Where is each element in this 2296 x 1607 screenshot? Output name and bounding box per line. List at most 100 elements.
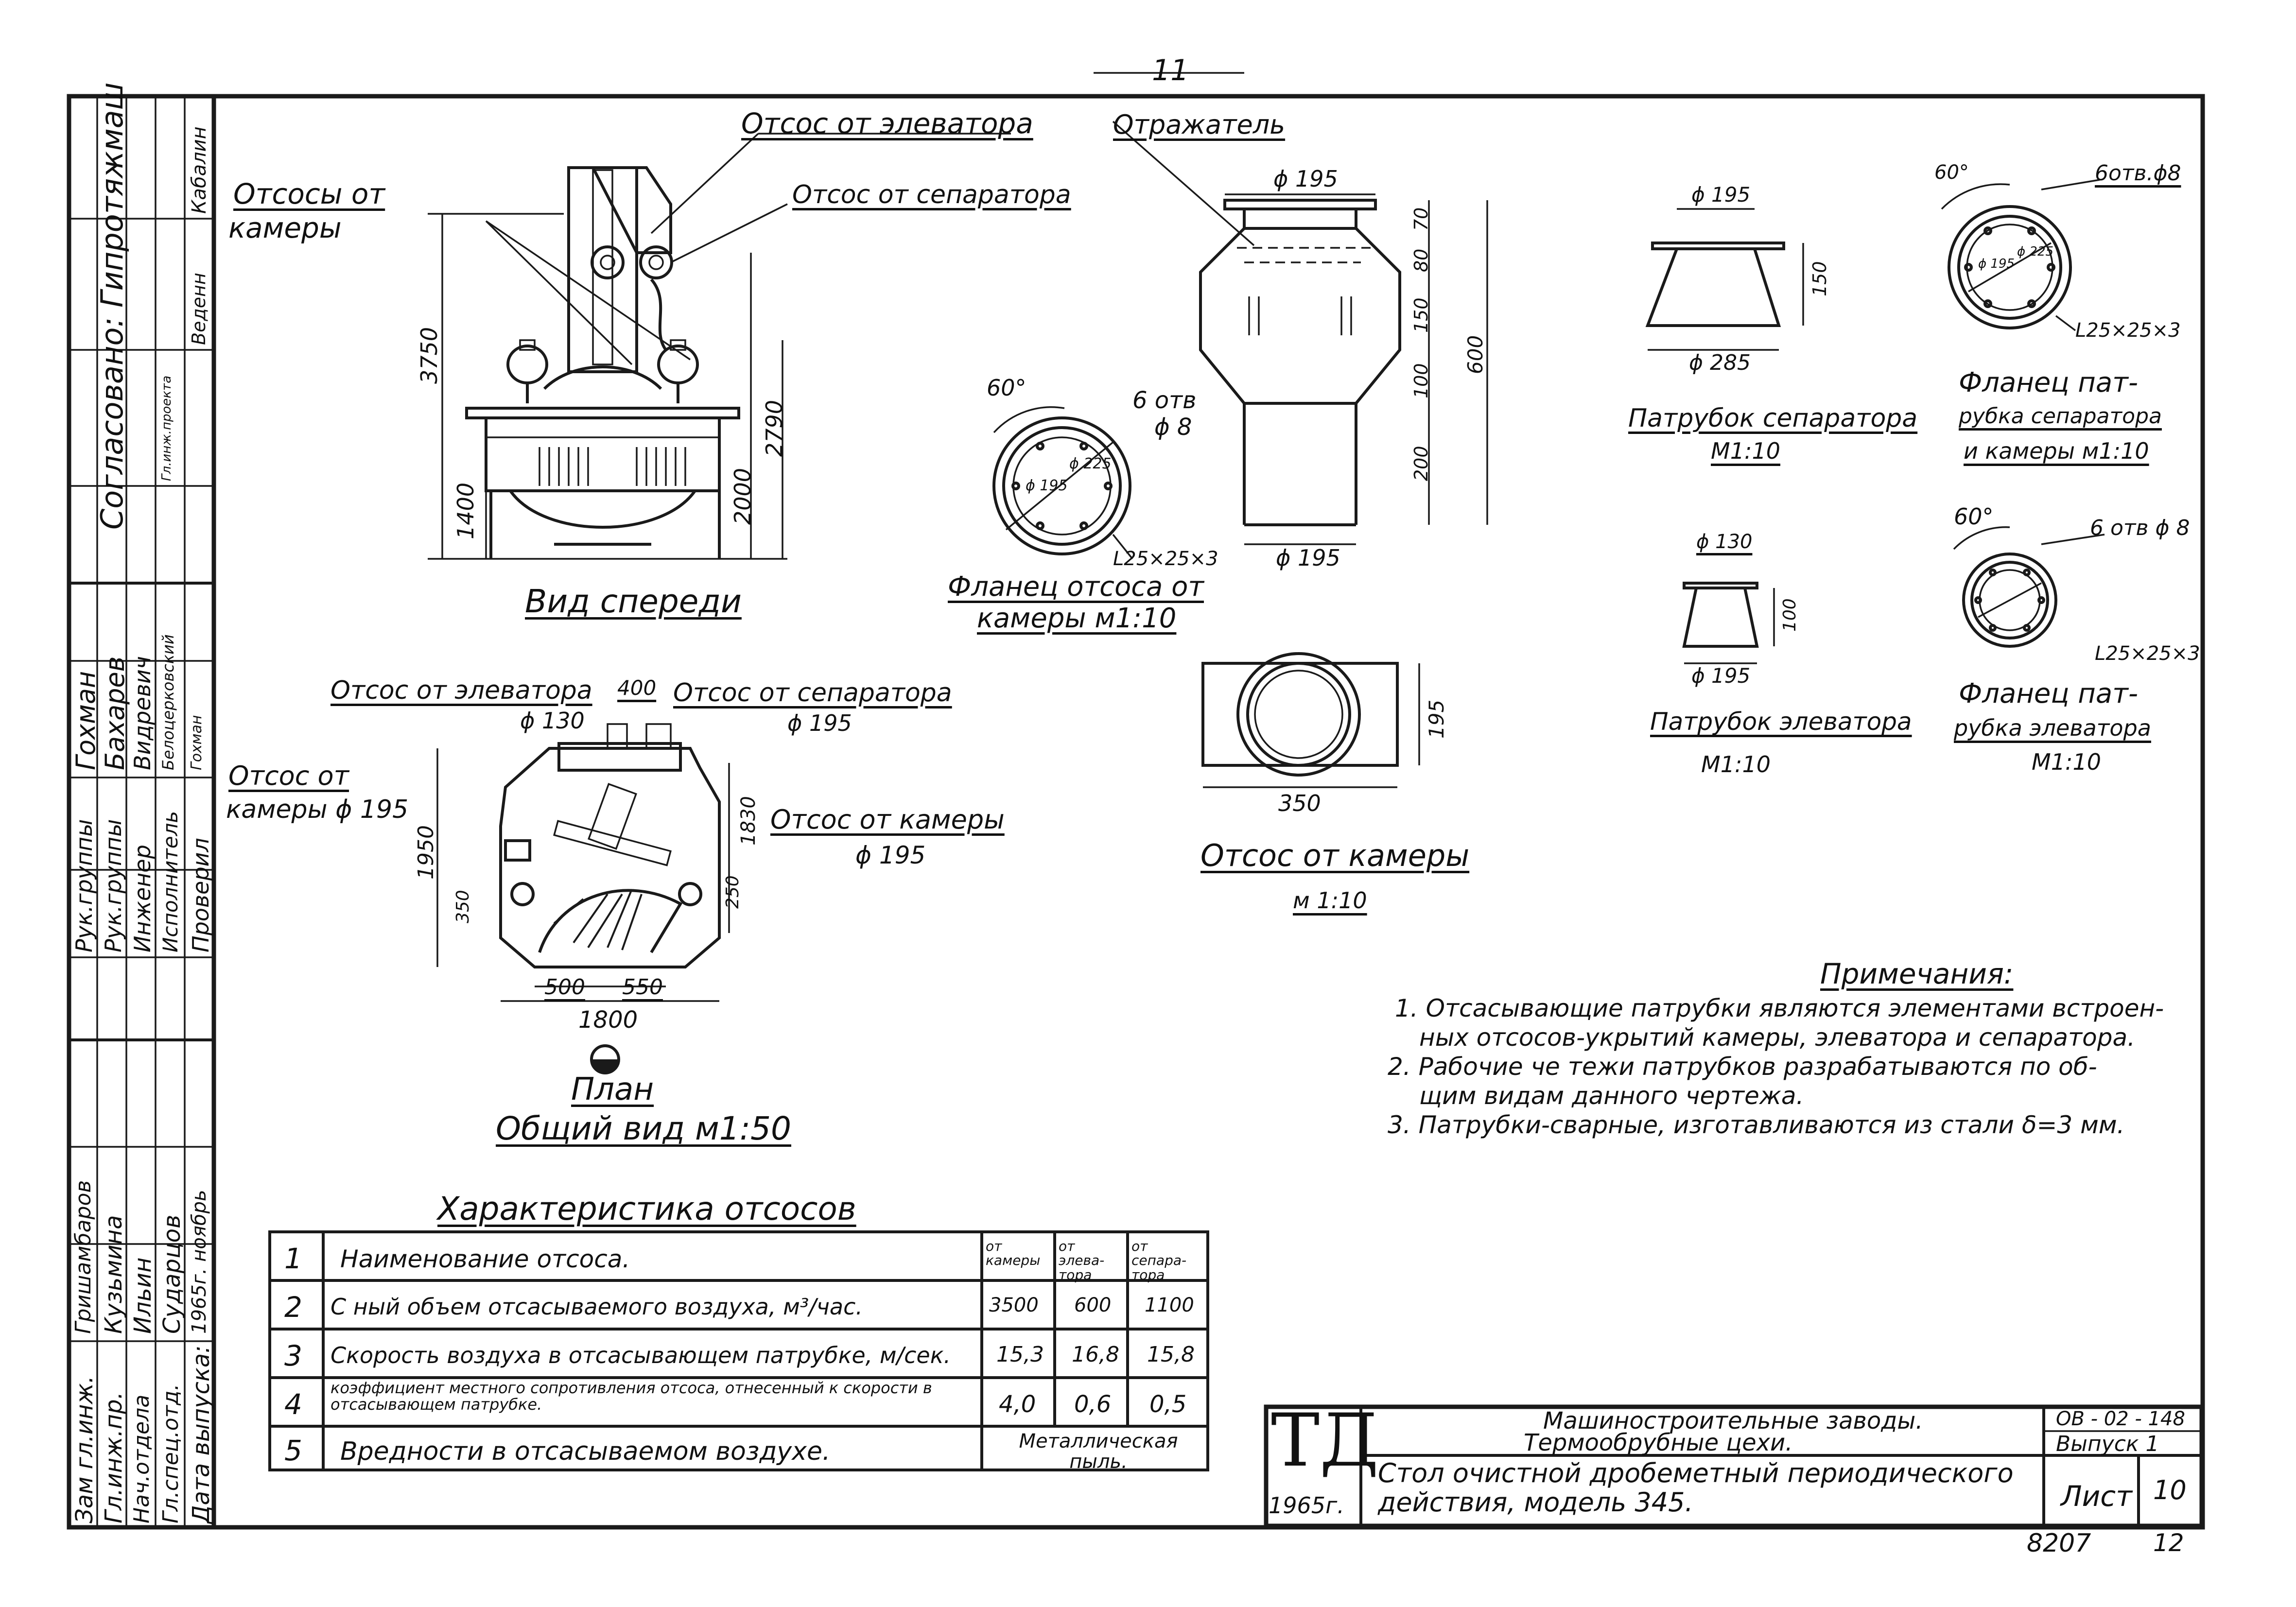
table-row-number: 4 — [284, 1388, 302, 1421]
table-cell-separator: 0,5 — [1149, 1391, 1187, 1418]
separator-pipe-top-dia: ϕ 195 — [1691, 183, 1751, 207]
stamp-row-title2-5: Проверил — [188, 838, 214, 952]
chamber-pipe-dim-70: 70 — [1410, 207, 1432, 231]
table-row-name: С ный объем отсасываемого воздуха, м³/ча… — [330, 1294, 863, 1320]
notes-line-5: 3. Патрубки-сварные, изготавливаются из … — [1388, 1111, 2125, 1139]
separator-flange-holes: 6отв.ϕ8 — [2095, 161, 2181, 186]
stamp-row-name-1: Гришамбаров — [71, 1180, 96, 1334]
flange-chamber-dia-195: ϕ 195 — [1026, 477, 1068, 494]
elevator-flange-scale: М1:10 — [2032, 749, 2101, 775]
plan-elevator-dia: ϕ 130 — [520, 708, 585, 734]
stamp-row-title-5: Дата выпуска: — [188, 1345, 215, 1524]
table-row-number: 5 — [284, 1434, 302, 1467]
callout-chamber-suctions-line2: камеры — [228, 211, 342, 244]
title-block-desc-1: Стол очистной дробеметный периодического — [1378, 1458, 2014, 1488]
flange-chamber-angle: 60° — [987, 375, 1026, 401]
flange-chamber-title-1: Фланец отсоса от — [948, 571, 1204, 603]
bottom-code-2: 12 — [2153, 1529, 2184, 1557]
stamp-row-title2-1: Рук.группы — [71, 819, 97, 952]
chamber-pipe-scale: м 1:10 — [1293, 887, 1367, 914]
plan-chamber-right-label: Отсос от камеры — [770, 804, 1005, 835]
chamber-pipe-drawing — [1112, 121, 1488, 788]
flange-chamber-holes-1: 6 отв — [1132, 387, 1197, 414]
elevator-pipe-scale: М1:10 — [1701, 751, 1771, 778]
chamber-pipe-plan-350: 350 — [1278, 790, 1321, 816]
front-view-title: Вид спереди — [525, 583, 742, 620]
elevator-pipe-height: 100 — [1780, 598, 1800, 632]
plan-dim-1950: 1950 — [414, 825, 438, 880]
title-block-issue: Выпуск 1 — [2056, 1432, 2159, 1456]
separator-pipe-bottom-dia: ϕ 285 — [1689, 350, 1751, 375]
flange-chamber-holes-2: ϕ 8 — [1154, 414, 1192, 441]
table-cell-separator: 1100 — [1145, 1294, 1194, 1316]
table-col-header-chamber: от камеры — [986, 1238, 1041, 1269]
separator-pipe-scale: М1:10 — [1711, 438, 1780, 464]
callout-chamber-suctions-line1: Отсосы от — [233, 177, 385, 210]
table-grid — [268, 1230, 1209, 1471]
front-dim-1400: 1400 — [452, 482, 479, 539]
callout-separator-suction: Отсос от сепаратора — [792, 180, 1071, 209]
chamber-pipe-top-dia: ϕ 195 — [1273, 166, 1338, 192]
separator-flange-title-1: Фланец пат- — [1959, 367, 2139, 398]
chamber-pipe-plan-195: 195 — [1425, 699, 1448, 739]
title-block-org-2: Термообрубные цехи. — [1524, 1429, 1793, 1456]
stamp-row-title-3: Нач.отдела — [129, 1394, 154, 1523]
separator-pipe-drawing — [1645, 208, 1804, 351]
separator-flange-title-3: и камеры м1:10 — [1964, 438, 2149, 464]
plan-dim-1830: 1830 — [737, 796, 760, 846]
flange-chamber-title-2: камеры м1:10 — [977, 603, 1177, 634]
plan-dim-400: 400 — [617, 676, 657, 700]
stamp-row-name2-3: Видревич — [129, 656, 156, 770]
bottom-code-1: 8207 — [2027, 1529, 2091, 1558]
general-view-title: Общий вид м1:50 — [496, 1110, 791, 1147]
chamber-pipe-dim-80: 80 — [1410, 248, 1432, 272]
table-row-name: коэффициент местного сопротивления отсос… — [330, 1379, 932, 1414]
table-cell-separator: 15,8 — [1147, 1342, 1195, 1367]
table-cell-chamber: 4,0 — [999, 1391, 1036, 1418]
stamp-top-name-1: Кабалин — [188, 126, 210, 214]
chamber-pipe-dim-100: 100 — [1410, 363, 1432, 398]
callout-elevator-suction: Отсос от элеватора — [741, 107, 1033, 140]
title-block-logo: ТД — [1271, 1399, 1379, 1483]
stamp-row-title-4: Гл.спец.отд. — [158, 1383, 183, 1523]
table-cell-hazard: Металлическая пыль. — [1019, 1430, 1178, 1473]
separator-pipe-height: 150 — [1809, 261, 1830, 296]
stamp-agreed: Согласовано: Гипротяжмаш — [94, 82, 130, 530]
separator-flange-title-2: рубка сепаратора — [1959, 404, 2162, 429]
chamber-pipe-dim-150: 150 — [1410, 297, 1432, 333]
separator-pipe-title: Патрубок сепаратора — [1628, 404, 1918, 433]
elevator-flange-angle: 60° — [1954, 503, 1994, 530]
table-cell-elevator: 0,6 — [1074, 1391, 1112, 1418]
table-col-header-separator: от сепара-тора — [1131, 1238, 1187, 1283]
table-row-number: 3 — [284, 1339, 302, 1372]
notes-line-4: щим видам данного чертежа. — [1419, 1082, 1804, 1110]
plan-separator-label: Отсос от сепаратора — [673, 678, 952, 708]
stamp-row-name2-2: Бахарев — [100, 656, 130, 770]
stamp-row-title2-3: Инженер — [129, 845, 156, 952]
flange-chamber-drawing — [992, 406, 1133, 560]
chamber-pipe-dim-200: 200 — [1410, 446, 1432, 481]
elevator-pipe-bottom-dia: ϕ 195 — [1691, 664, 1751, 688]
plan-dim-250: 250 — [723, 875, 743, 909]
elevator-pipe-drawing — [1682, 553, 1775, 664]
table-cell-chamber: 3500 — [989, 1294, 1039, 1316]
flange-chamber-angle-steel: L25×25×3 — [1113, 548, 1218, 570]
chamber-pipe-bottom-dia: ϕ 195 — [1276, 545, 1340, 571]
title-block-sheet-number: 10 — [2153, 1475, 2187, 1505]
table-cell-elevator: 16,8 — [1072, 1342, 1119, 1367]
front-dim-2000: 2000 — [730, 467, 756, 525]
stamp-row-title-1: Зам гл.инж. — [71, 1376, 98, 1523]
table-row-number: 1 — [284, 1242, 302, 1275]
stamp-row-name-3: Ильин — [129, 1257, 157, 1334]
stamp-top-name-3: Гл.инж.проекта — [159, 375, 174, 481]
table-row-name: Наименование отсоса. — [340, 1245, 630, 1273]
elevator-flange-holes: 6 отв ϕ 8 — [2090, 516, 2190, 540]
plan-view-drawing — [436, 723, 730, 1074]
stamp-top-name-2: Веденн — [188, 273, 209, 345]
front-dim-3750: 3750 — [416, 327, 442, 384]
title-block-year: 1965г. — [1269, 1492, 1344, 1519]
stamp-row-name-4: Сударцов — [158, 1214, 186, 1334]
title-block-code: ОВ - 02 - 148 — [2056, 1408, 2185, 1430]
table-title: Характеристика отсосов — [437, 1190, 856, 1227]
notes-line-3: 2. Рабочие че тежи патрубков разрабатыва… — [1388, 1053, 2097, 1081]
